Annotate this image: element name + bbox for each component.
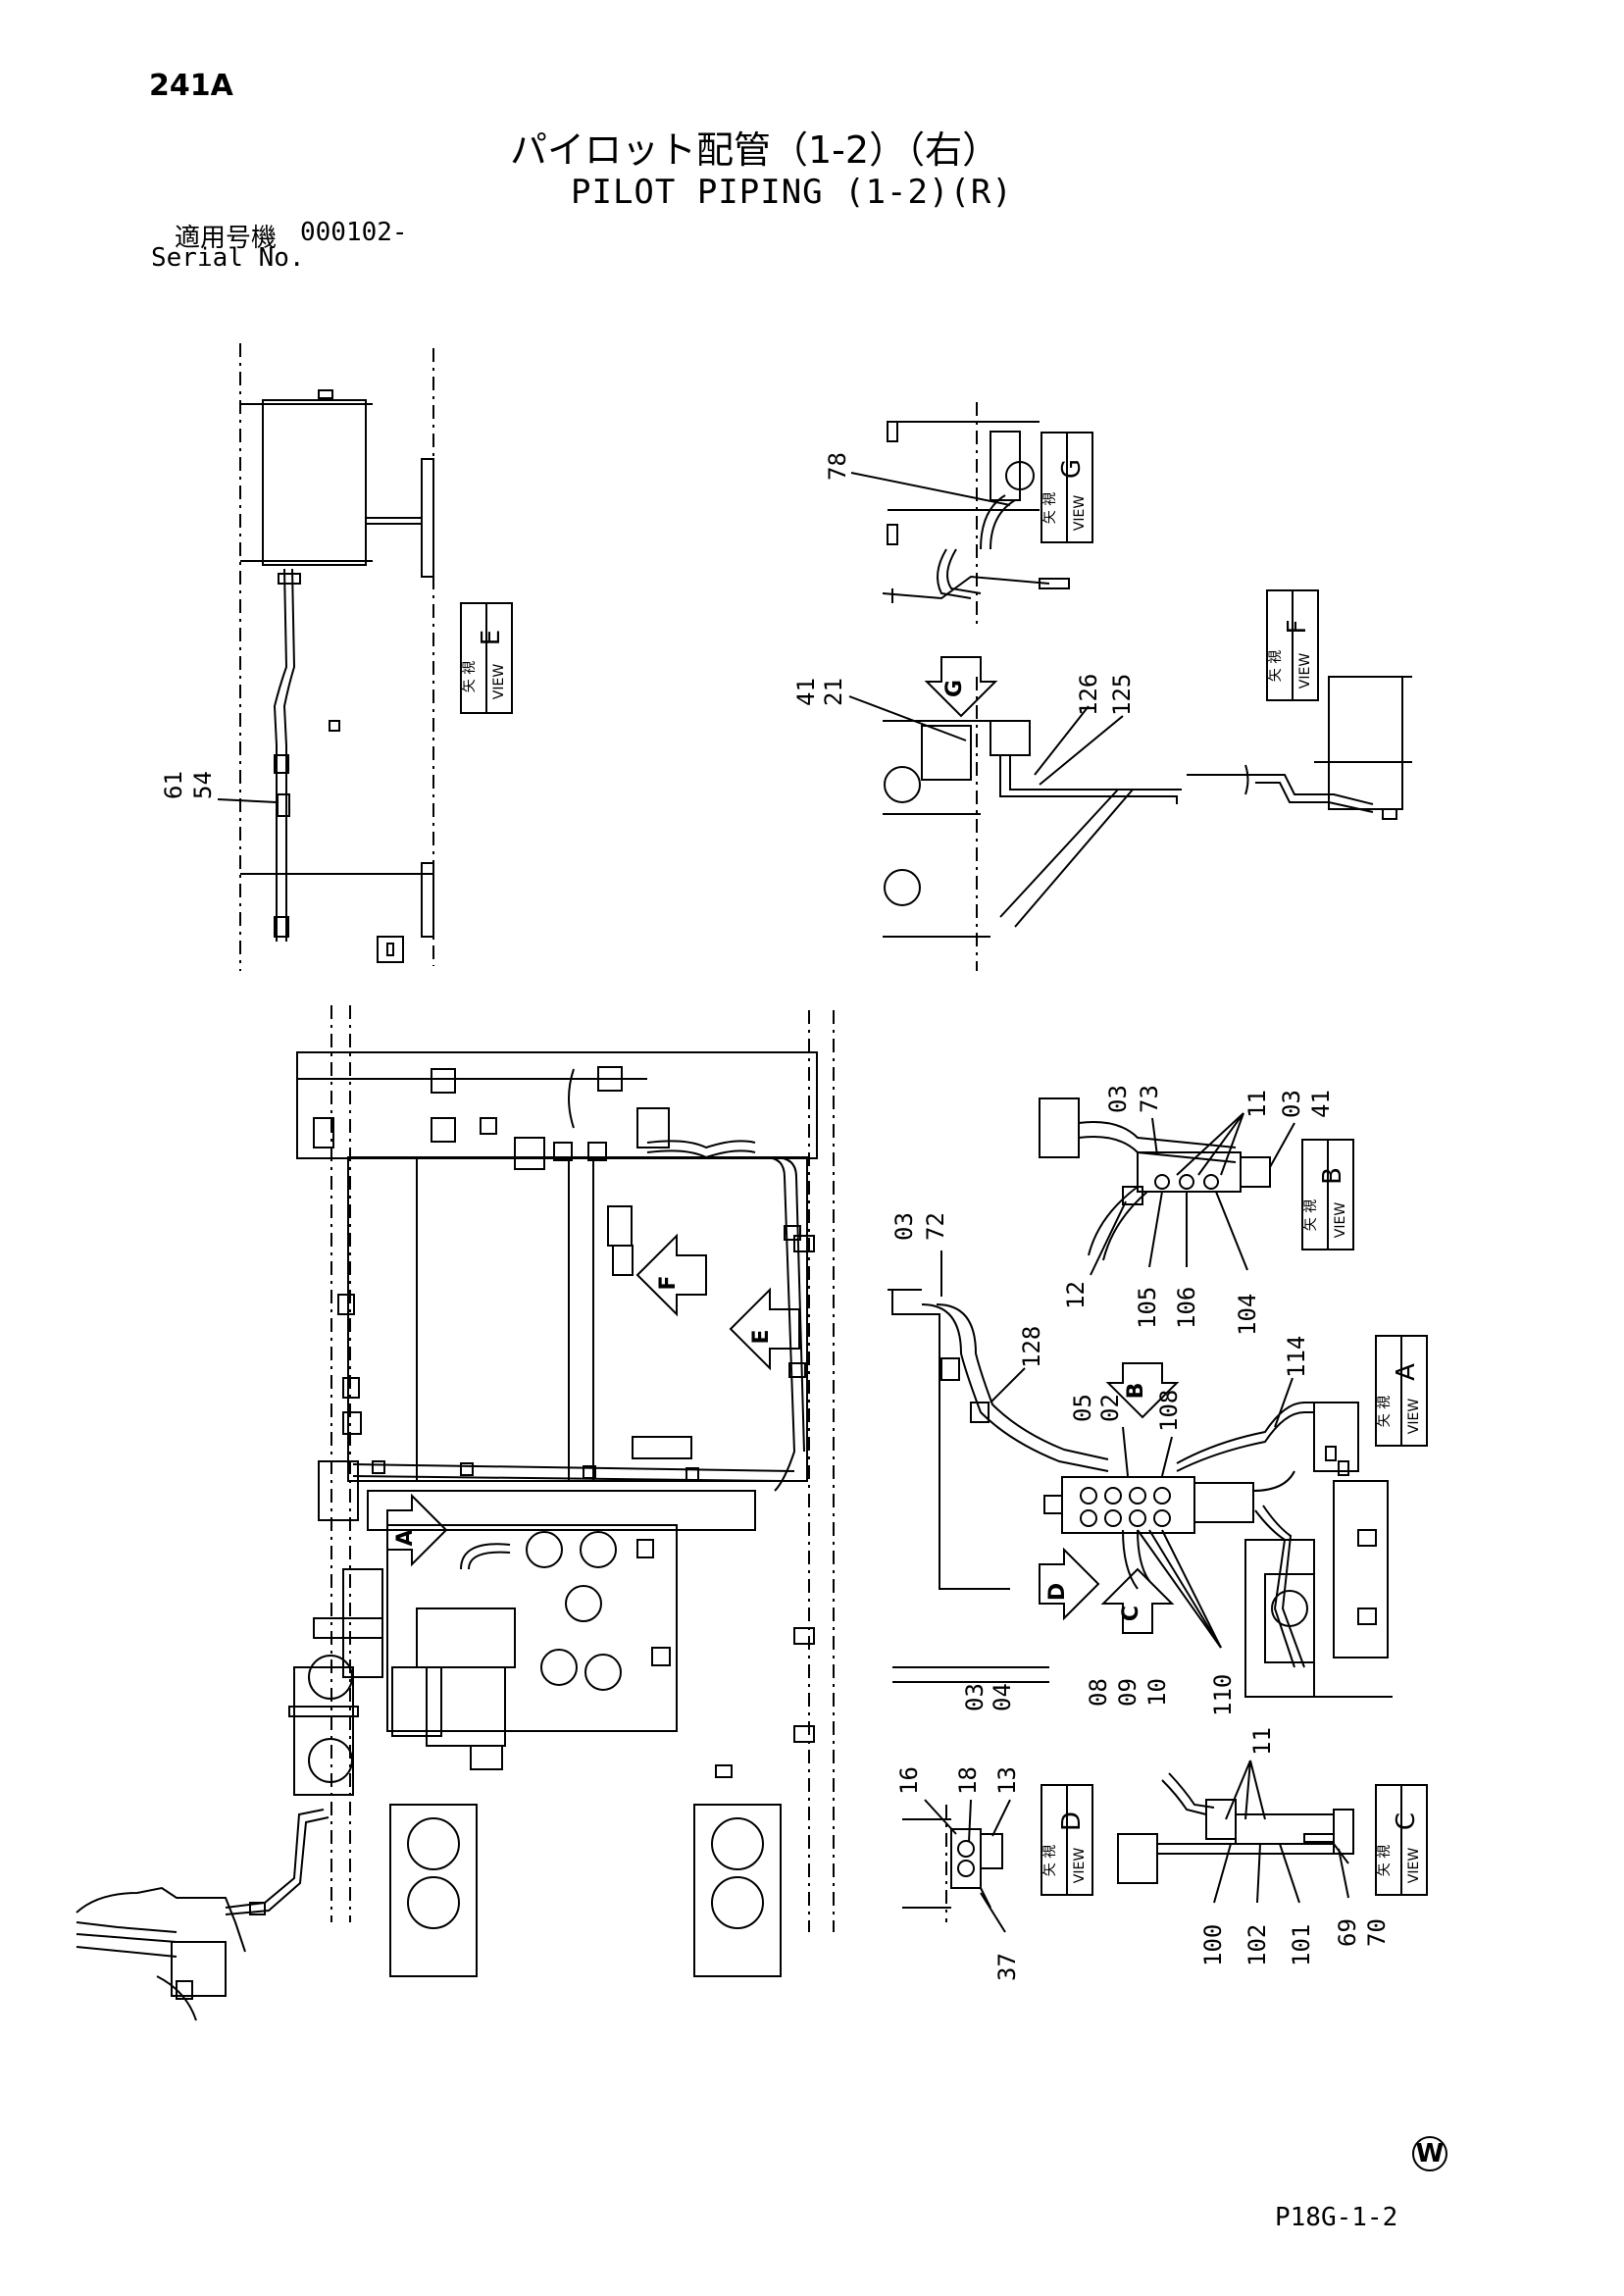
arrow-d: D bbox=[1039, 1547, 1100, 1621]
view-e-letter: E bbox=[477, 630, 506, 645]
svg-text:G: G bbox=[942, 680, 967, 697]
view-e-box: E 矢 視 VIEW bbox=[460, 602, 513, 714]
view-f-letter: F bbox=[1283, 620, 1312, 635]
part-label-101: 101 bbox=[1288, 1924, 1315, 1966]
part-label-108: 108 bbox=[1155, 1390, 1183, 1432]
view-g-drawing bbox=[882, 402, 1070, 628]
part-label-18: 18 bbox=[954, 1766, 982, 1795]
view-e-kanji: 矢 視 bbox=[462, 661, 478, 692]
part-label-114: 114 bbox=[1283, 1336, 1310, 1378]
part-label-128: 128 bbox=[1018, 1326, 1045, 1368]
part-label-106: 106 bbox=[1173, 1287, 1200, 1329]
view-f-drawing bbox=[883, 676, 1412, 971]
part-label-78: 78 bbox=[824, 452, 851, 481]
view-g-letter: G bbox=[1057, 459, 1087, 479]
part-label-125: 125 bbox=[1108, 674, 1136, 716]
svg-text:F: F bbox=[656, 1275, 681, 1290]
serial-value: 000102- bbox=[300, 218, 408, 247]
w-mark: W bbox=[1412, 2136, 1447, 2171]
svg-text:D: D bbox=[1045, 1583, 1070, 1601]
part-label-100: 100 bbox=[1199, 1924, 1227, 1966]
svg-text:C: C bbox=[1119, 1606, 1143, 1621]
part-label-10: 10 bbox=[1143, 1678, 1171, 1707]
view-a-kanji: 矢 視 bbox=[1377, 1396, 1393, 1427]
part-label-11-b: 11 bbox=[1243, 1090, 1271, 1118]
part-label-54: 54 bbox=[189, 771, 217, 799]
view-d-word: VIEW bbox=[1072, 1848, 1088, 1884]
arrow-e: E bbox=[729, 1287, 800, 1371]
view-b-letter: B bbox=[1318, 1167, 1347, 1185]
view-c-letter: C bbox=[1392, 1812, 1421, 1830]
page-id: P18G-1-2 bbox=[1275, 2203, 1398, 2232]
view-c-word: VIEW bbox=[1406, 1848, 1422, 1884]
part-label-12: 12 bbox=[1062, 1281, 1090, 1309]
part-label-03-a2: 03 bbox=[961, 1683, 989, 1711]
view-e-word: VIEW bbox=[491, 664, 507, 700]
view-g-box: G 矢 視 VIEW bbox=[1040, 432, 1093, 543]
arrow-a: A bbox=[386, 1493, 448, 1567]
part-label-110: 110 bbox=[1209, 1674, 1237, 1716]
view-f-box: F 矢 視 VIEW bbox=[1266, 589, 1319, 701]
arrow-b: B bbox=[1105, 1362, 1180, 1419]
part-label-69: 69 bbox=[1334, 1918, 1361, 1947]
part-label-02: 02 bbox=[1096, 1394, 1124, 1422]
part-label-03-b: 03 bbox=[1104, 1085, 1132, 1113]
arrow-f: F bbox=[635, 1233, 707, 1317]
view-c-kanji: 矢 視 bbox=[1377, 1845, 1393, 1876]
part-label-61: 61 bbox=[160, 771, 187, 799]
view-c-drawing bbox=[1117, 1772, 1354, 1884]
part-label-11-c: 11 bbox=[1248, 1727, 1276, 1756]
part-label-41-b: 41 bbox=[1307, 1090, 1335, 1118]
serial-label-japanese: 適用号機 bbox=[175, 224, 278, 253]
view-a-box: A 矢 視 VIEW bbox=[1375, 1335, 1428, 1447]
arrow-c: C bbox=[1100, 1567, 1175, 1634]
part-label-13: 13 bbox=[993, 1766, 1021, 1795]
view-d-letter: D bbox=[1057, 1811, 1087, 1831]
part-label-03-b2: 03 bbox=[1278, 1090, 1305, 1118]
view-f-word: VIEW bbox=[1297, 653, 1313, 689]
view-a-word: VIEW bbox=[1406, 1399, 1422, 1435]
svg-text:B: B bbox=[1124, 1383, 1148, 1400]
view-g-kanji: 矢 視 bbox=[1042, 492, 1058, 524]
part-label-04: 04 bbox=[989, 1683, 1016, 1711]
part-label-72: 72 bbox=[922, 1212, 949, 1241]
part-label-70: 70 bbox=[1363, 1918, 1391, 1947]
view-b-word: VIEW bbox=[1333, 1202, 1348, 1239]
view-d-box: D 矢 視 VIEW bbox=[1040, 1784, 1093, 1896]
view-a-drawing bbox=[888, 1289, 1393, 1698]
view-b-drawing bbox=[1039, 1097, 1271, 1261]
svg-text:E: E bbox=[749, 1329, 774, 1344]
view-a-letter: A bbox=[1392, 1363, 1421, 1381]
view-b-box: B 矢 視 VIEW bbox=[1301, 1139, 1354, 1250]
view-d-kanji: 矢 視 bbox=[1042, 1845, 1058, 1876]
part-label-37: 37 bbox=[993, 1953, 1021, 1981]
view-e-drawing bbox=[239, 343, 434, 971]
part-label-09: 09 bbox=[1114, 1678, 1142, 1707]
view-b-kanji: 矢 視 bbox=[1303, 1199, 1319, 1231]
part-label-21: 21 bbox=[820, 678, 847, 706]
serial-label-english: Serial No. bbox=[151, 243, 305, 273]
view-c-box: C 矢 視 VIEW bbox=[1375, 1784, 1428, 1896]
view-g-word: VIEW bbox=[1072, 495, 1088, 532]
part-label-05: 05 bbox=[1069, 1394, 1096, 1422]
part-label-16: 16 bbox=[895, 1766, 923, 1795]
part-label-08: 08 bbox=[1085, 1678, 1112, 1707]
svg-text:A: A bbox=[393, 1529, 418, 1546]
part-label-126: 126 bbox=[1075, 674, 1102, 716]
view-f-kanji: 矢 視 bbox=[1268, 650, 1284, 682]
part-label-102: 102 bbox=[1243, 1924, 1271, 1966]
page-code: 241A bbox=[149, 69, 233, 103]
part-label-41: 41 bbox=[792, 678, 820, 706]
title-japanese: パイロット配管（1-2）（右） bbox=[510, 128, 1000, 172]
part-label-73: 73 bbox=[1136, 1085, 1163, 1113]
arrow-g: G bbox=[924, 656, 998, 718]
part-label-03-a: 03 bbox=[890, 1212, 918, 1241]
part-label-104: 104 bbox=[1234, 1294, 1261, 1336]
main-frame-drawing bbox=[76, 1005, 835, 2021]
title-english: PILOT PIPING (1-2)(R) bbox=[571, 173, 1013, 212]
part-label-105: 105 bbox=[1134, 1287, 1161, 1329]
